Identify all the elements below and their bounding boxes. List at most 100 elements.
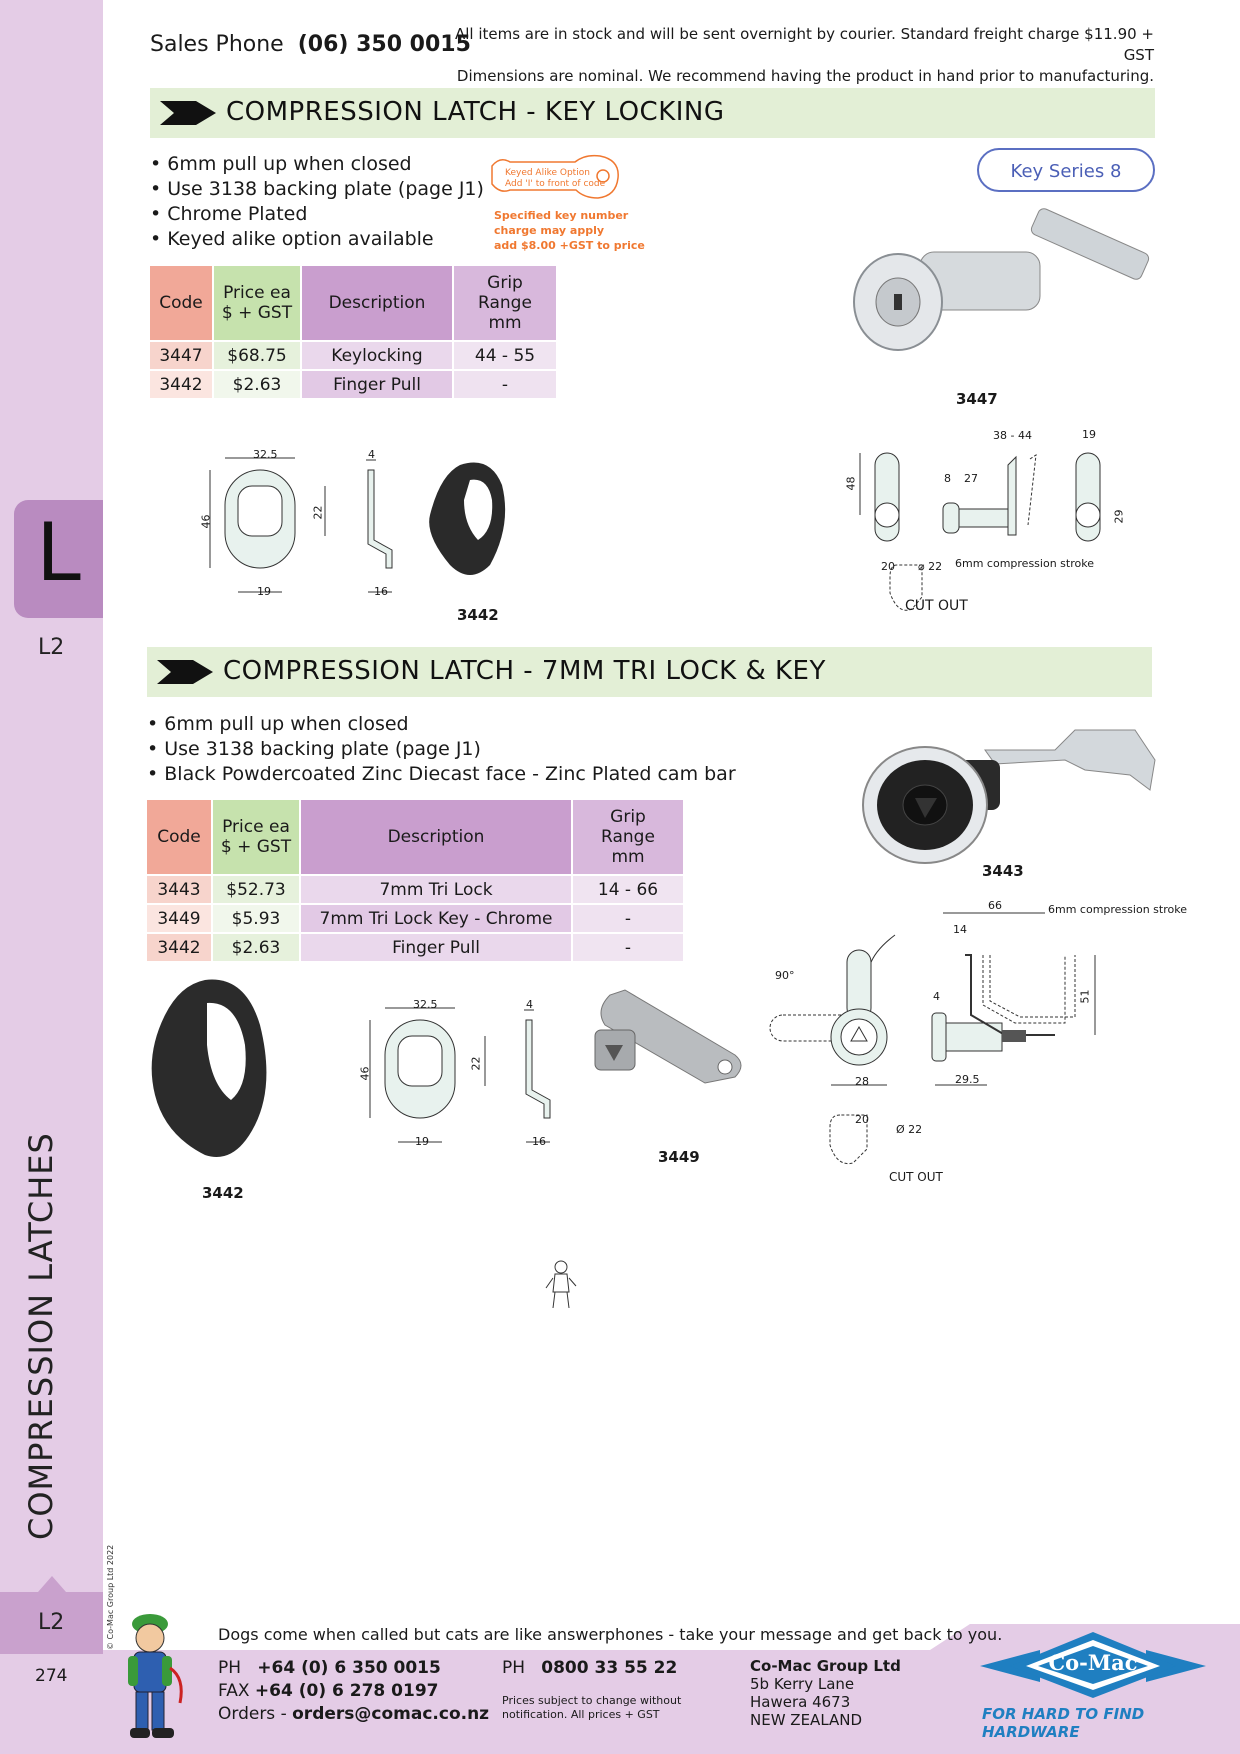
col-price-line: Price ea [223,283,291,303]
col-grip-line: Range [478,293,532,313]
dim-label: 20 [881,560,895,573]
dim-label: 6mm compression stroke [955,557,1094,570]
bullet: 6mm pull up when closed [150,152,484,177]
bullet: Black Powdercoated Zinc Diecast face - Z… [147,762,735,787]
section-code-top: L2 [38,635,65,660]
dim-label: 16 [532,1135,546,1148]
finger-pull-photo-large [151,979,267,1157]
address-line: NEW ZEALAND [750,1711,863,1729]
col-price-line: $ + GST [221,303,293,323]
latch-3443-drawing [769,912,1096,1165]
dim-label: 19 [415,1135,429,1148]
dim-label: 46 [199,514,213,529]
dim-label: 19 [257,585,271,598]
finger-pull-photo [429,462,506,575]
cell-grip: - [573,905,683,932]
col-price-line: $ + GST [220,837,292,857]
ph-number: +64 (0) 6 350 0015 [257,1658,441,1678]
section-letter: L [36,506,81,599]
col-price: Price ea$ + GST [214,266,300,340]
pull-caption-3442: 3442 [457,606,499,624]
arrow-icon [157,660,213,684]
notice-line-2: Dimensions are nominal. We recommend hav… [456,67,1154,85]
pull-caption-3442-large: 3442 [202,1184,244,1202]
dim-label: 51 [1078,989,1092,1004]
col-code: Code [150,266,212,340]
address-line: 5b Kerry Lane [750,1675,855,1693]
section-2-bar: COMPRESSION LATCH - 7MM TRI LOCK & KEY [147,647,1152,697]
footer-freephone: PH 0800 33 55 22 [502,1658,677,1678]
key-note-line: add $8.00 +GST to price [494,239,645,252]
disclaimer-line: notification. All prices + GST [502,1708,660,1721]
photo-caption-3447: 3447 [956,390,998,408]
sales-phone: Sales Phone (06) 350 0015 [150,32,471,57]
cell-grip: - [573,934,683,961]
dim-label: ⌀ 22 [918,560,943,573]
footer-address: Co-Mac Group Ltd 5b Kerry Lane Hawera 46… [750,1657,901,1729]
dim-label: 29 [1112,509,1126,524]
disclaimer-line: Prices subject to change without [502,1694,682,1707]
orders-label: Orders - [218,1704,287,1724]
cell-price: $5.93 [213,905,299,932]
sales-label: Sales Phone [150,32,284,57]
latch-3447-drawing [859,452,1101,611]
key-tag-text: Keyed Alike Option Add 'I' to front of c… [505,168,605,190]
cell-description: 7mm Tri Lock [301,876,571,903]
notice-line-1: All items are in stock and will be sent … [454,25,1154,64]
cell-price: $68.75 [214,342,300,369]
dim-label: 66 [988,899,1002,912]
bullet: Chrome Plated [150,202,484,227]
table-row: 3449 $5.93 7mm Tri Lock Key - Chrome - [147,905,683,932]
address-line: Hawera 4673 [750,1693,851,1711]
ph2-number: 0800 33 55 22 [541,1658,678,1678]
section-2-title: COMPRESSION LATCH - 7MM TRI LOCK & KEY [223,656,826,686]
fax-number: +64 (0) 6 278 0197 [254,1681,439,1701]
comac-logo-icon [980,1632,1206,1698]
mascot-sketch-icon [545,1260,577,1309]
cell-price: $52.73 [213,876,299,903]
footer-quote: Dogs come when called but cats are like … [218,1625,1003,1644]
dim-label: 22 [469,1056,483,1071]
finger-pull-drawing [209,457,393,593]
col-grip-line: mm [488,313,522,333]
cutout-label: CUT OUT [889,1170,943,1184]
orders-email[interactable]: orders@comac.co.nz [292,1704,490,1724]
arrow-icon [160,101,216,125]
cell-code: 3442 [147,934,211,961]
dim-label: 4 [933,990,940,1003]
stock-notice: All items are in stock and will be sent … [454,24,1154,87]
key-tag-line: Keyed Alike Option [505,168,590,178]
vertical-title: COMPRESSION LATCHES [22,1132,60,1540]
bullet: Keyed alike option available [150,227,484,252]
dim-label: Ø 22 [896,1123,923,1136]
footer-orders: Orders - orders@comac.co.nz [218,1704,489,1724]
footer-phone: PH +64 (0) 6 350 0015 [218,1658,441,1678]
dim-label: 14 [953,923,967,936]
finger-pull-drawing-2 [369,1007,551,1143]
col-description: Description [302,266,452,340]
cell-code: 3447 [150,342,212,369]
dim-label: 29.5 [955,1073,980,1086]
dim-label: 19 [1082,428,1096,441]
bullet: 6mm pull up when closed [147,712,736,737]
dim-label: 46 [358,1066,372,1081]
company-name: Co-Mac Group Ltd [750,1657,901,1675]
ph2-label: PH [502,1658,526,1678]
key-tag-line: Add 'I' to front of code [505,179,606,189]
dim-label: 22 [311,505,325,520]
section-code-bottom-box [0,1576,103,1654]
cell-price: $2.63 [213,934,299,961]
footer-disclaimer: Prices subject to change without notific… [502,1694,681,1722]
section-letter-tab: L [14,500,103,618]
dim-label: 8 [944,472,951,485]
dim-label: 32.5 [253,448,278,461]
key-note-line: charge may apply [494,224,605,237]
dim-label: 6mm compression stroke [1048,903,1187,916]
ph-label: PH [218,1658,242,1678]
key-note: Specified key number charge may apply ad… [494,208,645,253]
photo-caption-3443: 3443 [982,862,1024,880]
cell-grip: - [454,371,556,398]
cell-price: $2.63 [214,371,300,398]
sidebar [0,0,103,1754]
